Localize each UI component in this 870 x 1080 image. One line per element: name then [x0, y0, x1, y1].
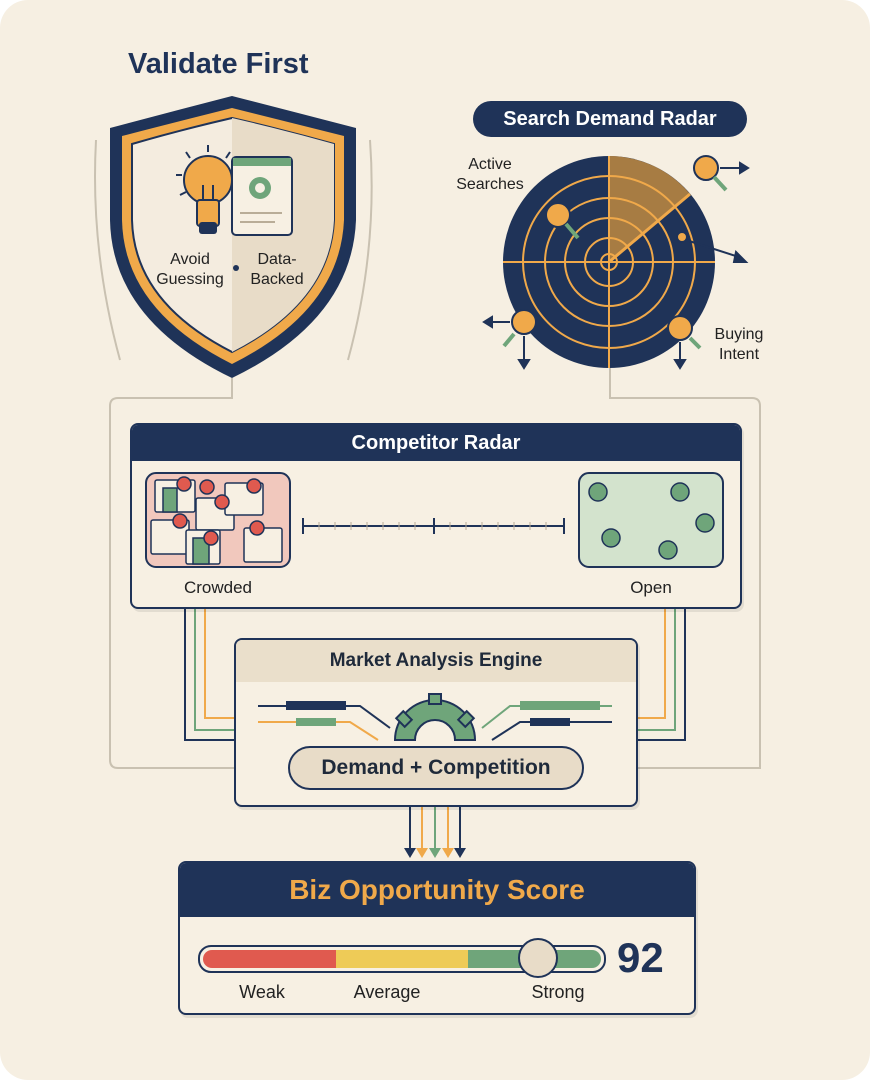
gauge-label-weak: Weak: [239, 982, 285, 1002]
competitor-radar-title: Competitor Radar: [132, 425, 740, 461]
gauge-segment-average: [335, 950, 469, 968]
lightbulb-icon: [176, 145, 233, 234]
score-value: 92: [617, 934, 664, 981]
page-title: Validate First: [128, 48, 309, 80]
search-markers: [482, 155, 750, 370]
demand-competition-formula: Demand + Competition: [288, 746, 584, 790]
radar-label-buying-intent: Buying Intent: [714, 326, 764, 363]
opportunity-score-title: Biz Opportunity Score: [180, 863, 694, 917]
opportunity-score-panel: Biz Opportunity Score: [178, 861, 696, 1015]
radar-label-active-searches: Active Searches: [456, 156, 524, 193]
gauge-label-average: Average: [353, 982, 421, 1002]
settings-document-icon: [231, 156, 293, 236]
gauge-segment-weak: [203, 950, 336, 968]
gear-icon: [393, 693, 477, 741]
gauge-knob: [517, 938, 558, 978]
gauge-label-strong: Strong: [531, 982, 585, 1002]
shield-label-avoid-guessing: Avoid Guessing: [156, 251, 224, 288]
open-label: Open: [630, 578, 672, 597]
shield-label-data-backed: Data-Backed: [250, 251, 304, 288]
crowded-label: Crowded: [183, 578, 253, 597]
engine-title: Market Analysis Engine: [236, 640, 636, 682]
search-demand-radar-title: Search Demand Radar: [473, 101, 747, 137]
